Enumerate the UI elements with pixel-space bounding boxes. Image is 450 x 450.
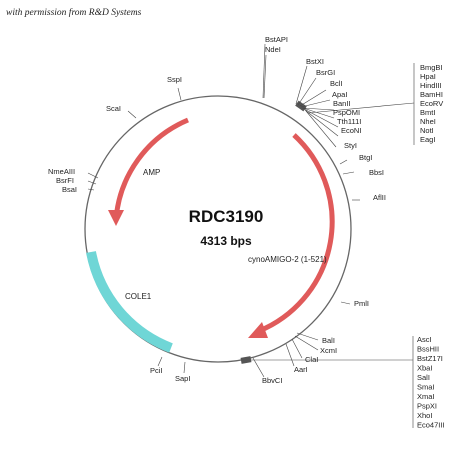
plasmid-backbone (84, 95, 352, 363)
mcs-site-xmai: XmaI (417, 392, 435, 401)
mcs-site-hpai: HpaI (420, 72, 436, 81)
mcs-site-bsshii: BssHII (417, 345, 439, 354)
site-btgi: BtgI (359, 153, 372, 162)
site-bcli: BclI (330, 79, 343, 88)
mcs-top-list: BmgBIHpaIHindIIIBamHIEcoRVBmtINheINotIEa… (420, 63, 443, 144)
site-clai: ClaI (305, 355, 318, 364)
mcs-site-sali: SalI (417, 373, 430, 382)
site-bstxi: BstXI (306, 57, 324, 66)
site-econi: EcoNI (341, 126, 361, 135)
mcs-site-noti: NotI (420, 126, 434, 135)
site-aari: AarI (294, 365, 308, 374)
mcs-site-xhoi: XhoI (417, 411, 432, 420)
amp-label: AMP (143, 168, 160, 177)
permission-note: with permission from R&D Systems (6, 8, 142, 18)
top-leaders (87, 43, 415, 305)
site-sapi: SapI (175, 374, 190, 383)
site-bsai: BsaI (62, 185, 77, 194)
site-bsrgi: BsrGI (316, 68, 335, 77)
mcs-top-marker (295, 100, 307, 112)
mcs-site-xbai: XbaI (417, 364, 432, 373)
site-styi: StyI (344, 141, 357, 150)
site-sspi: SspI (167, 75, 182, 84)
insert-feature-arrow (258, 133, 335, 334)
mcs-site-asci: AscI (417, 335, 432, 344)
site-pspomi: PspOMI (333, 108, 360, 117)
amp-arrowhead (108, 210, 124, 226)
mcs-site-pspxi: PspXI (417, 402, 437, 411)
mcs-site-bamhi: BamHI (420, 90, 443, 99)
amp-feature-arrow (113, 117, 189, 220)
cole1-feature-arc (86, 251, 173, 353)
mcs-site-eco47iii: Eco47III (417, 421, 445, 430)
mcs-site-bmgbi: BmgBI (420, 63, 443, 72)
site-bstapi: BstAPI (265, 35, 288, 44)
site-scai: ScaI (106, 104, 121, 113)
mcs-site-ecorv: EcoRV (420, 99, 443, 108)
plasmid-size: 4313 bps (200, 234, 252, 248)
site-bsrfi: BsrFI (56, 176, 74, 185)
mcs-site-eagi: EagI (420, 135, 435, 144)
insert-label: cynoAMIGO-2 (1-521) (248, 255, 327, 264)
site-bali: BalI (322, 336, 335, 345)
insert-arrowhead (248, 322, 268, 338)
mcs-site-smai: SmaI (417, 383, 435, 392)
site-aflii: AflII (373, 193, 386, 202)
site-bbvci: BbvCI (262, 376, 282, 385)
site-pmli: PmlI (354, 299, 369, 308)
site-ndei: NdeI (265, 45, 281, 54)
site-pcii: PciI (150, 366, 163, 375)
site-tth111i: Tth111I (337, 117, 361, 126)
mcs-site-hindiii: HindIII (420, 81, 442, 90)
cole1-label: COLE1 (125, 292, 152, 301)
site-apai: ApaI (332, 90, 347, 99)
mcs-site-bmti: BmtI (420, 108, 435, 117)
site-nmeaiii: NmeAIII (48, 167, 75, 176)
mcs-bottom-list: AscIBssHIIBstZ17IXbaISalISmaIXmaIPspXIXh… (417, 335, 445, 430)
mcs-bottom-marker (240, 356, 252, 364)
site-xcmi: XcmI (320, 346, 337, 355)
plasmid-name: RDC3190 (189, 207, 264, 226)
mcs-site-nhei: NheI (420, 117, 436, 126)
site-bbsi: BbsI (369, 168, 384, 177)
site-bani: BanII (333, 99, 351, 108)
bottom-leaders (157, 332, 414, 428)
mcs-site-bstz17i: BstZ17I (417, 354, 443, 363)
